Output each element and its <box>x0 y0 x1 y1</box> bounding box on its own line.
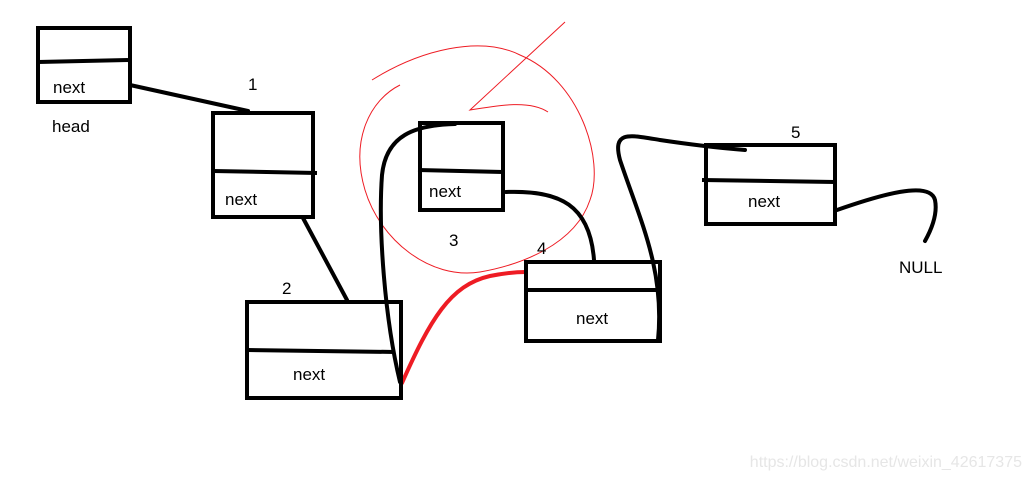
null-label: NULL <box>899 258 942 277</box>
link-3-to-4 <box>504 189 596 262</box>
node-1: next 1 <box>211 75 318 219</box>
node-2: next 2 <box>245 279 403 400</box>
link-2-to-4-new <box>400 270 528 385</box>
node-head-label: head <box>52 117 90 136</box>
node-2-label: 2 <box>282 279 291 298</box>
node-5-field: next <box>748 192 780 211</box>
node-3-label: 3 <box>449 231 458 250</box>
link-2-to-3 <box>378 122 457 384</box>
node-4-field: next <box>576 309 608 328</box>
node-2-field: next <box>293 365 325 384</box>
node-4-label: 4 <box>537 239 546 258</box>
link-1-to-2 <box>301 216 349 302</box>
node-5-label: 5 <box>791 123 800 142</box>
node-4: next 4 <box>524 239 662 343</box>
node-3-field: next <box>429 182 461 201</box>
link-4-to-5 <box>616 134 747 342</box>
link-head-to-1 <box>128 83 250 113</box>
node-head-field: next <box>53 78 85 97</box>
link-5-to-null <box>835 188 938 243</box>
node-3: next 3 <box>417 121 505 250</box>
node-head: next head <box>36 26 132 136</box>
watermark: https://blog.csdn.net/weixin_42617375 <box>749 454 1022 471</box>
node-5: next 5 <box>701 123 837 226</box>
node-1-field: next <box>225 190 257 209</box>
node-1-label: 1 <box>248 75 257 94</box>
red-scribble-circle <box>359 21 595 274</box>
